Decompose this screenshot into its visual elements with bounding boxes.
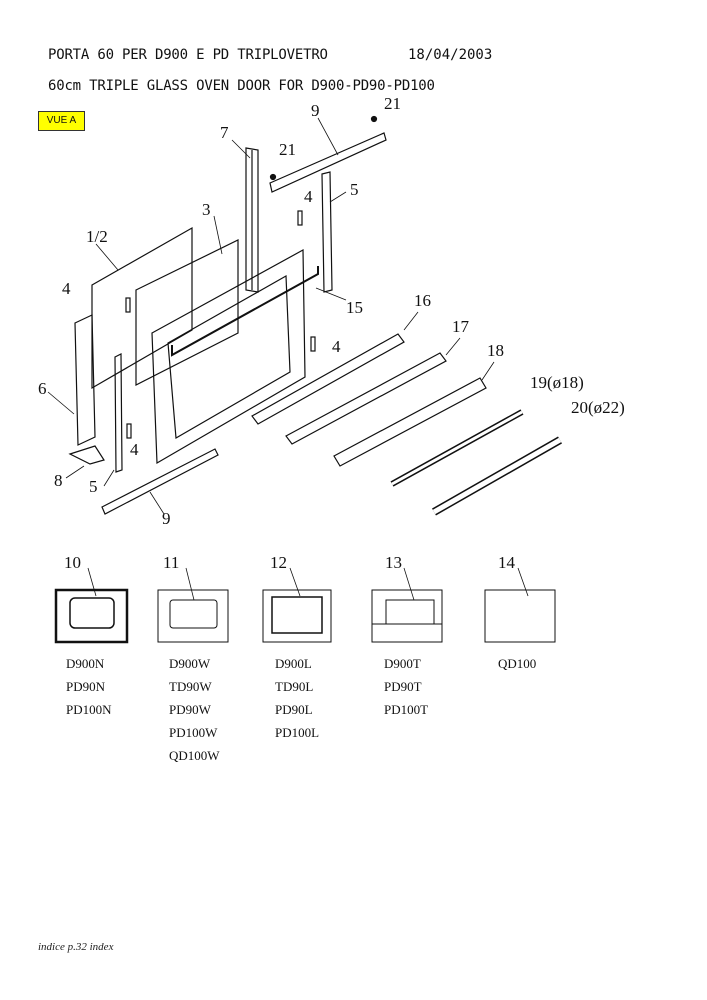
- clip-4: [126, 423, 132, 439]
- callout-5: 5: [89, 477, 98, 496]
- callout-21: 21: [384, 94, 401, 113]
- callout-4: 4: [304, 187, 313, 206]
- callout-21: 21: [279, 140, 296, 159]
- callout-4: 4: [130, 440, 139, 459]
- callout-1-2: 1/2: [86, 227, 108, 246]
- side-profile-5-right: [321, 171, 333, 293]
- model-code: D900L: [275, 656, 312, 671]
- callout-18: 18: [487, 341, 504, 360]
- callout-16: 16: [414, 291, 431, 310]
- callout-17: 17: [452, 317, 470, 336]
- model-code: PD90N: [66, 679, 106, 694]
- glass-panel-3: [135, 239, 239, 386]
- variant-number-11: 11: [163, 553, 179, 572]
- variant-door-13: [371, 589, 443, 643]
- model-code: PD100W: [169, 725, 218, 740]
- model-code: PD90W: [169, 702, 211, 717]
- top-bar-9: [269, 132, 387, 193]
- model-code: PD90T: [384, 679, 422, 694]
- callout-15: 15: [346, 298, 363, 317]
- model-list-14: QD100: [498, 652, 536, 675]
- page-title: PORTA 60 PER D900 E PD TRIPLOVETRO: [48, 47, 328, 63]
- callout-3: 3: [202, 200, 211, 219]
- door-handle: [171, 266, 319, 357]
- door-window: [167, 274, 291, 439]
- side-profile-7: [245, 147, 259, 293]
- side-profile-5-left: [114, 353, 123, 473]
- model-code: PD100N: [66, 702, 112, 717]
- model-code: D900T: [384, 656, 421, 671]
- model-code: PD100T: [384, 702, 429, 717]
- model-code: QD100: [498, 656, 537, 671]
- model-list-12: D900L TD90L PD90L PD100L: [275, 652, 319, 744]
- variant-number-14: 14: [498, 553, 516, 572]
- model-list-10: D900N PD90N PD100N: [66, 652, 112, 721]
- variant-number-12: 12: [270, 553, 287, 572]
- variant-number-13: 13: [385, 553, 402, 572]
- model-code: D900W: [169, 656, 211, 671]
- callout-5: 5: [350, 180, 359, 199]
- model-code: PD100L: [275, 725, 320, 740]
- callout-19: 19(ø18): [530, 373, 584, 392]
- callout-6: 6: [38, 379, 47, 398]
- variant-door-11: [157, 589, 229, 643]
- model-code: TD90W: [169, 679, 212, 694]
- variant-number-10: 10: [64, 553, 81, 572]
- callout-4: 4: [332, 337, 341, 356]
- screw-21: [269, 173, 277, 181]
- variant-door-12: [262, 589, 332, 643]
- model-code: D900N: [66, 656, 105, 671]
- variant-door-14: [484, 589, 556, 643]
- clip-4: [125, 297, 131, 313]
- callout-9: 9: [162, 509, 171, 528]
- footer-index-link[interactable]: indice p.32 index: [38, 941, 114, 953]
- handle-16: [251, 333, 405, 425]
- callout-9: 9: [311, 101, 320, 120]
- handle-18: [333, 377, 487, 467]
- document-date: 18/04/2003: [408, 47, 493, 63]
- clip-4: [297, 210, 303, 226]
- handle-17: [285, 352, 447, 445]
- variant-door-10: [54, 588, 129, 644]
- hinge-profile-6: [74, 314, 96, 446]
- model-list-13: D900T PD90T PD100T: [384, 652, 428, 721]
- page-subtitle: 60cm TRIPLE GLASS OVEN DOOR FOR D900-PD9…: [48, 78, 435, 94]
- outer-door-panel: [151, 248, 306, 465]
- view-badge: VUE A: [38, 111, 85, 131]
- model-code: PD90L: [275, 702, 313, 717]
- hinge-8: [68, 445, 105, 465]
- bottom-bar-9: [101, 448, 219, 515]
- callout-4: 4: [62, 279, 71, 298]
- screw-21: [370, 115, 378, 123]
- model-code: QD100W: [169, 748, 220, 763]
- model-code: TD90L: [275, 679, 314, 694]
- clip-4: [310, 336, 316, 352]
- callout-7: 7: [220, 123, 229, 142]
- callout-8: 8: [54, 471, 63, 490]
- callout-20: 20(ø22): [571, 398, 625, 417]
- model-list-11: D900W TD90W PD90W PD100W QD100W: [169, 652, 220, 767]
